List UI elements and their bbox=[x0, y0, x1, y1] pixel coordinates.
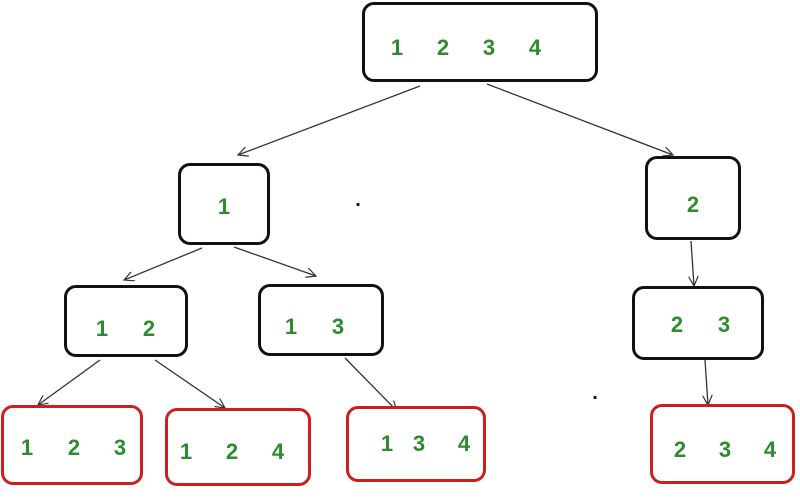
node-value: 4 bbox=[528, 35, 542, 60]
node-value: 3 bbox=[331, 314, 345, 339]
node-value: 1 bbox=[179, 439, 193, 464]
node-root: 1 2 3 4 bbox=[362, 2, 598, 82]
node-value: 1 bbox=[380, 431, 394, 456]
node-value: 3 bbox=[718, 437, 732, 462]
node-value: 1 bbox=[284, 314, 298, 339]
node-124: 1 2 4 bbox=[165, 408, 311, 486]
node-value: 3 bbox=[113, 435, 127, 460]
stray-dot: . bbox=[355, 189, 361, 211]
node-2: 2 bbox=[645, 156, 741, 240]
edge-root-to-1 bbox=[238, 85, 421, 155]
edge-1-to-13 bbox=[233, 246, 316, 276]
edge-13-to-134 bbox=[344, 357, 397, 411]
node-value: 1 bbox=[217, 194, 231, 219]
node-value: 1 bbox=[95, 316, 109, 341]
node-13: 1 3 bbox=[258, 284, 384, 356]
node-value: 2 bbox=[686, 192, 700, 217]
node-value: 3 bbox=[482, 35, 496, 60]
node-value: 2 bbox=[67, 435, 81, 460]
node-value: 4 bbox=[271, 439, 285, 464]
node-value: 2 bbox=[673, 437, 687, 462]
node-134: 1 3 4 bbox=[346, 406, 486, 482]
node-123: 1 2 3 bbox=[1, 405, 143, 485]
edge-1-to-12 bbox=[124, 247, 203, 280]
node-value: 3 bbox=[717, 312, 731, 337]
node-23: 2 3 bbox=[632, 286, 764, 360]
edge-12-to-124 bbox=[154, 359, 225, 408]
node-value: 1 bbox=[20, 435, 34, 460]
node-value: 4 bbox=[457, 431, 471, 456]
node-value: 2 bbox=[436, 35, 450, 60]
node-value: 2 bbox=[142, 316, 156, 341]
stray-dot: . bbox=[592, 382, 598, 404]
node-234: 2 3 4 bbox=[650, 404, 795, 484]
edge-12-to-123 bbox=[38, 359, 101, 405]
edge-root-to-2 bbox=[486, 83, 673, 155]
node-1: 1 bbox=[178, 163, 270, 245]
node-value: 2 bbox=[670, 312, 684, 337]
edge-2-to-23 bbox=[691, 240, 694, 286]
node-12: 1 2 bbox=[64, 285, 188, 357]
edge-23-to-234 bbox=[705, 359, 708, 405]
node-value: 4 bbox=[763, 437, 777, 462]
node-value: 3 bbox=[412, 431, 426, 456]
node-value: 2 bbox=[225, 439, 239, 464]
node-value: 1 bbox=[390, 35, 404, 60]
